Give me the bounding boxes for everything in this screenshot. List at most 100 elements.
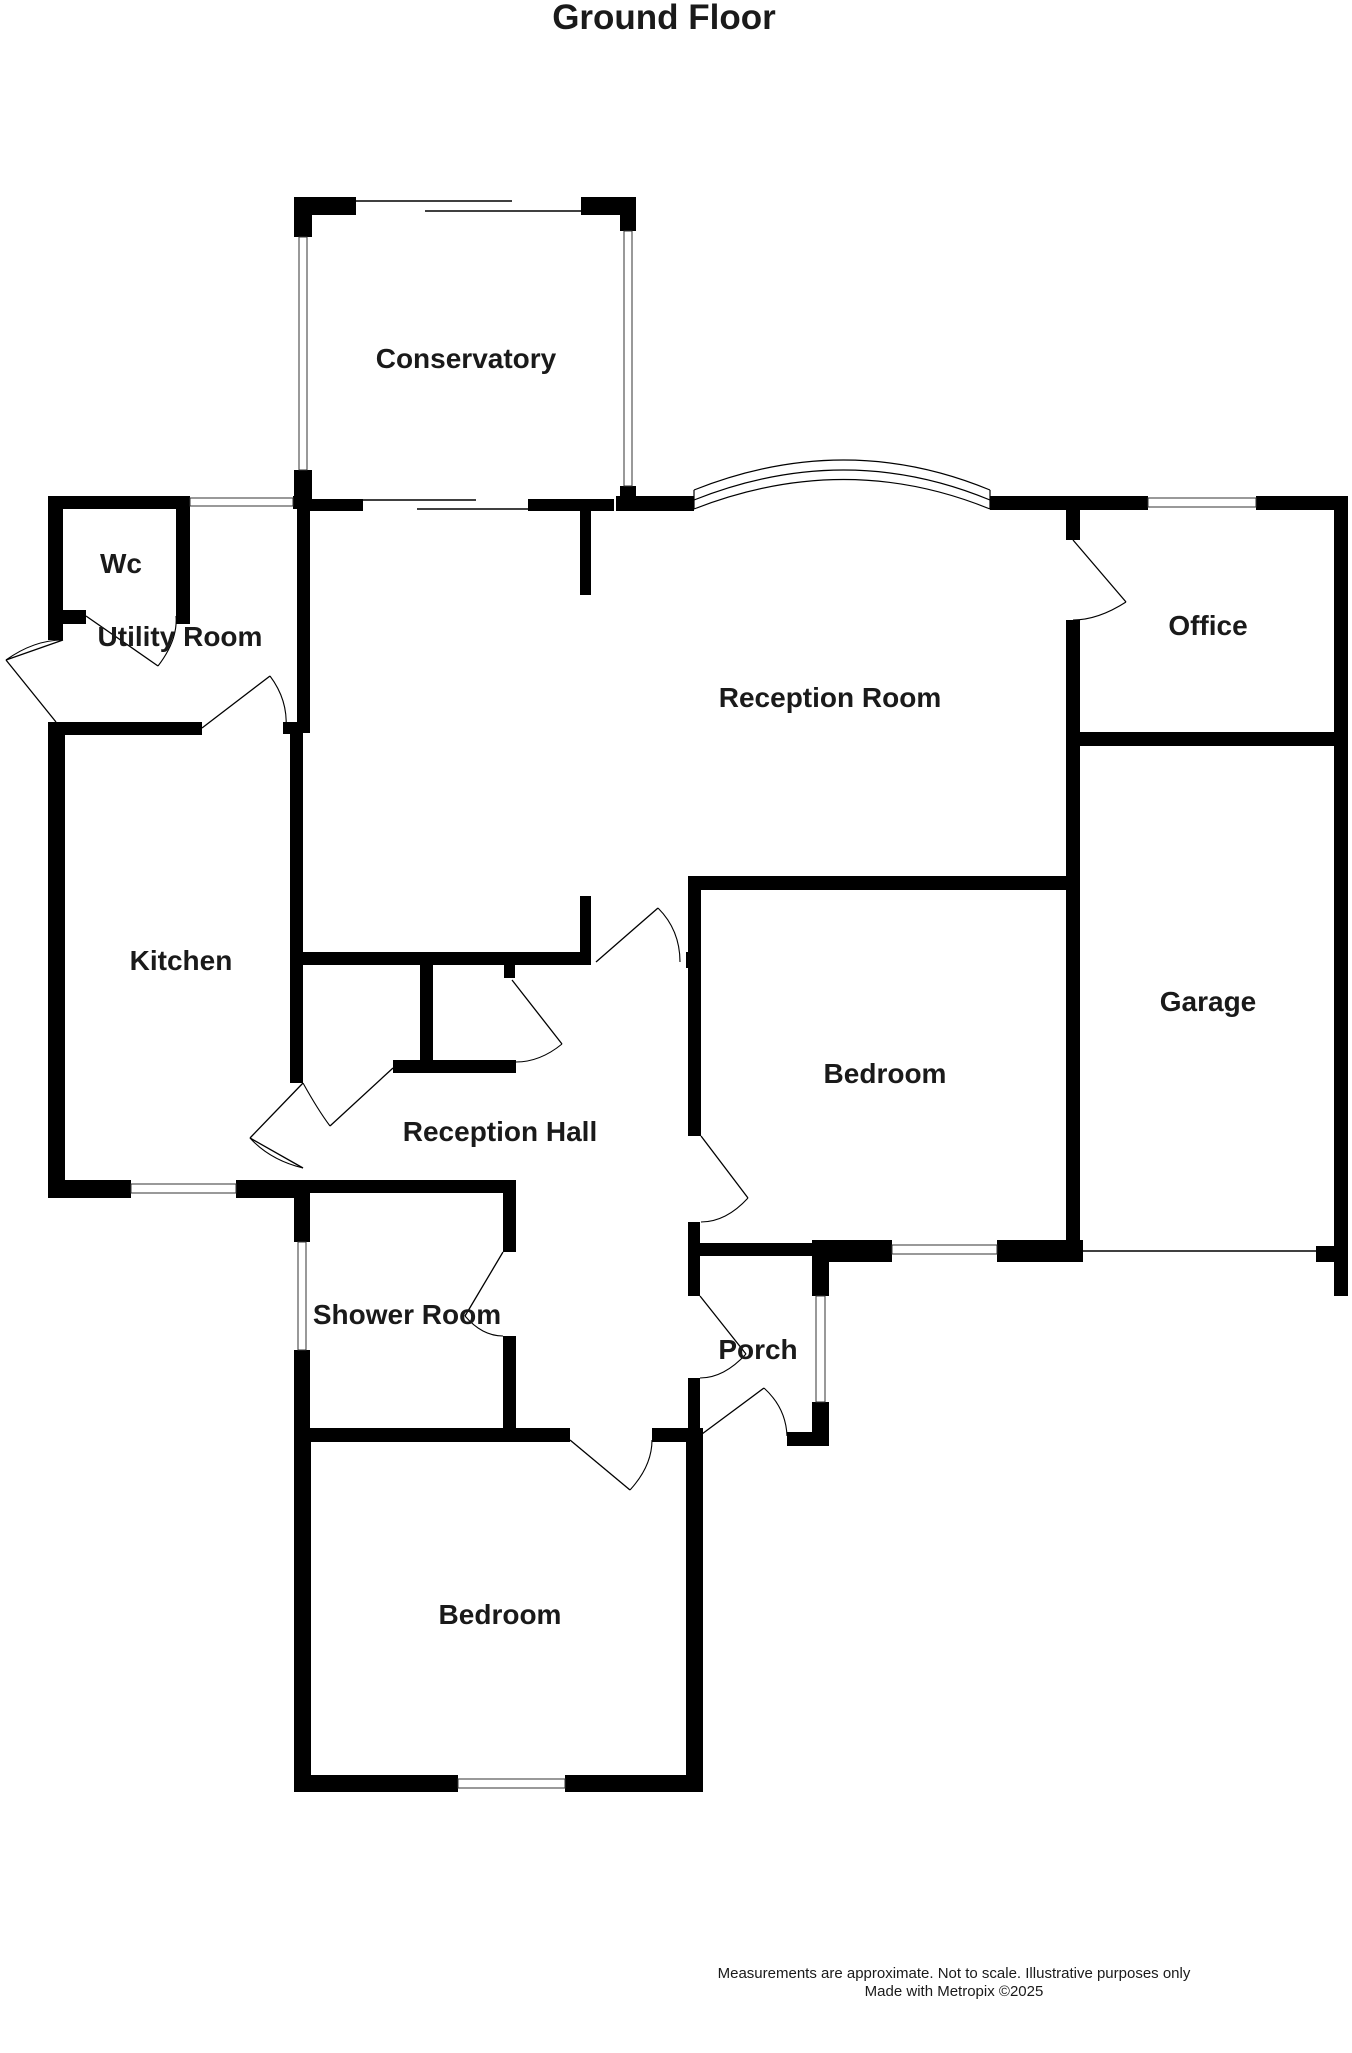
door-arc-utility-external xyxy=(5,639,64,661)
wall-utility-kitchen-right xyxy=(283,722,297,734)
door-arc-cupboard xyxy=(515,1043,563,1063)
wall-bedroom1-bottom-2 xyxy=(812,1240,892,1262)
floor-title: Ground Floor xyxy=(552,0,776,37)
wall-reception-stub xyxy=(580,505,591,595)
door-leaf-utility-kitchen xyxy=(201,675,271,729)
door-leaf-shower xyxy=(464,1251,504,1317)
wall-shower-bottom xyxy=(294,1428,570,1442)
wall-bedroom2-bottom-right xyxy=(565,1775,703,1792)
wall-bedroom1-bottom-1 xyxy=(700,1243,818,1256)
wall-kitchen-bottom-left xyxy=(48,1180,131,1198)
door-leaf-porch-external xyxy=(701,1387,765,1435)
bay-window-outer xyxy=(693,469,991,501)
wall-shower-left-top xyxy=(294,1180,310,1242)
door-arc-reception-hall xyxy=(657,907,681,963)
door-leaf-porch-hall xyxy=(699,1295,747,1355)
door-arc-shower xyxy=(464,1315,504,1337)
wall-cupboard-bottom xyxy=(393,1060,516,1073)
door-leaf-wc xyxy=(85,615,159,667)
wall-reception-bottom xyxy=(303,952,591,965)
wall-office-left-top xyxy=(1066,510,1080,540)
wall-shower-left-bottom xyxy=(294,1350,310,1440)
room-label-bedroom-2: Bedroom xyxy=(439,1599,562,1630)
walls xyxy=(48,197,1348,1792)
door-leaf-utility-external xyxy=(5,639,64,661)
wall-wc-left xyxy=(48,496,63,624)
door-leaf-office xyxy=(1072,539,1127,603)
room-label-garage: Garage xyxy=(1160,986,1257,1017)
wall-kitchen-reception-lower xyxy=(290,733,303,1083)
wall-reception-top-2 xyxy=(528,499,614,511)
wall-wc-bottom-left xyxy=(48,610,86,624)
door-arc-kitchen-hall xyxy=(249,1137,304,1169)
door-arc-porch-hall xyxy=(699,1353,747,1379)
window-porch-right xyxy=(815,1295,826,1403)
room-label-wc: Wc xyxy=(100,548,142,579)
wall-top-office-1 xyxy=(990,496,1148,510)
door-leaf-utility-external-2 xyxy=(5,659,57,723)
wall-porch-left-lower xyxy=(688,1378,700,1440)
wall-conservatory-right-top xyxy=(620,197,636,231)
wall-office-bottom xyxy=(1066,732,1348,746)
door-arc-kitchen-hall-upper xyxy=(302,1082,331,1127)
door-leaf-cupboard xyxy=(511,979,563,1045)
wall-porch-bottom xyxy=(787,1432,829,1446)
footer-disclaimer: Measurements are approximate. Not to sca… xyxy=(718,1965,1191,1982)
wall-bedroom1-left xyxy=(688,876,701,1136)
room-label-conservatory: Conservatory xyxy=(376,343,557,374)
wall-utility-top-left xyxy=(48,496,190,509)
wall-bedroom1-bottom-3 xyxy=(997,1240,1083,1262)
room-label-porch: Porch xyxy=(718,1334,797,1365)
wall-reception-bottom-stub xyxy=(580,896,591,952)
room-label-kitchen: Kitchen xyxy=(130,945,233,976)
wall-wc-bottom-right xyxy=(176,610,190,624)
wall-bedroom2-right xyxy=(686,1428,703,1792)
wall-garage-right-foot xyxy=(1316,1246,1348,1262)
door-leaf-kitchen-hall xyxy=(249,1082,304,1139)
wall-shower-top xyxy=(294,1180,516,1193)
wall-kitchen-reception-upper xyxy=(297,505,310,733)
wall-utility-kitchen xyxy=(48,722,202,735)
room-label-bedroom-1: Bedroom xyxy=(824,1058,947,1089)
window-conservatory-right xyxy=(623,230,633,487)
wall-right-outer xyxy=(1334,496,1348,1296)
wall-bedroom2-bottom-left xyxy=(294,1775,458,1792)
room-label-office: Office xyxy=(1168,610,1247,641)
wall-reception-top-1 xyxy=(306,499,363,511)
window-office-top xyxy=(1147,497,1257,508)
bay-window-sill xyxy=(693,459,991,491)
bay-window-inner xyxy=(693,478,991,510)
wall-bedroom2-left xyxy=(294,1428,311,1792)
wall-conservatory-left-top xyxy=(294,197,312,237)
wall-top-office-2 xyxy=(1256,496,1348,510)
door-arc-bedroom1 xyxy=(700,1197,749,1223)
window-shower-left xyxy=(297,1241,307,1351)
wall-shower-right-bottom xyxy=(503,1336,516,1440)
wall-bedroom1-left-lower xyxy=(688,1222,700,1296)
window-conservatory-left xyxy=(298,236,308,471)
door-leaf-hall-cupboard xyxy=(329,1067,394,1127)
wall-office-garage-left xyxy=(1066,620,1080,1254)
door-leaf-bedroom1 xyxy=(700,1135,749,1199)
wall-utility-left-stub xyxy=(48,622,63,640)
wall-kitchen-bottom-right xyxy=(236,1180,310,1198)
wall-cupboard-stub xyxy=(504,962,515,978)
footer-credit: Made with Metropix ©2025 xyxy=(865,1983,1044,2000)
room-label-reception-room: Reception Room xyxy=(719,682,941,713)
wall-wc-right xyxy=(176,496,190,624)
doors xyxy=(5,539,1127,1491)
room-labels: Conservatory Wc Utility Room Reception R… xyxy=(98,343,1257,1630)
wall-porch-right-top xyxy=(812,1240,829,1296)
window-bedroom2-bottom xyxy=(457,1778,566,1789)
room-label-shower-room: Shower Room xyxy=(313,1299,501,1330)
wall-shower-right-top xyxy=(503,1180,516,1252)
room-label-utility-room: Utility Room xyxy=(98,621,263,652)
window-utility-top xyxy=(189,497,294,507)
door-arc-wc xyxy=(157,615,177,667)
window-kitchen-bottom xyxy=(130,1183,237,1194)
room-label-reception-hall: Reception Hall xyxy=(403,1116,597,1147)
door-arc-utility-kitchen xyxy=(269,675,287,729)
door-arc-bedroom2 xyxy=(629,1439,653,1491)
